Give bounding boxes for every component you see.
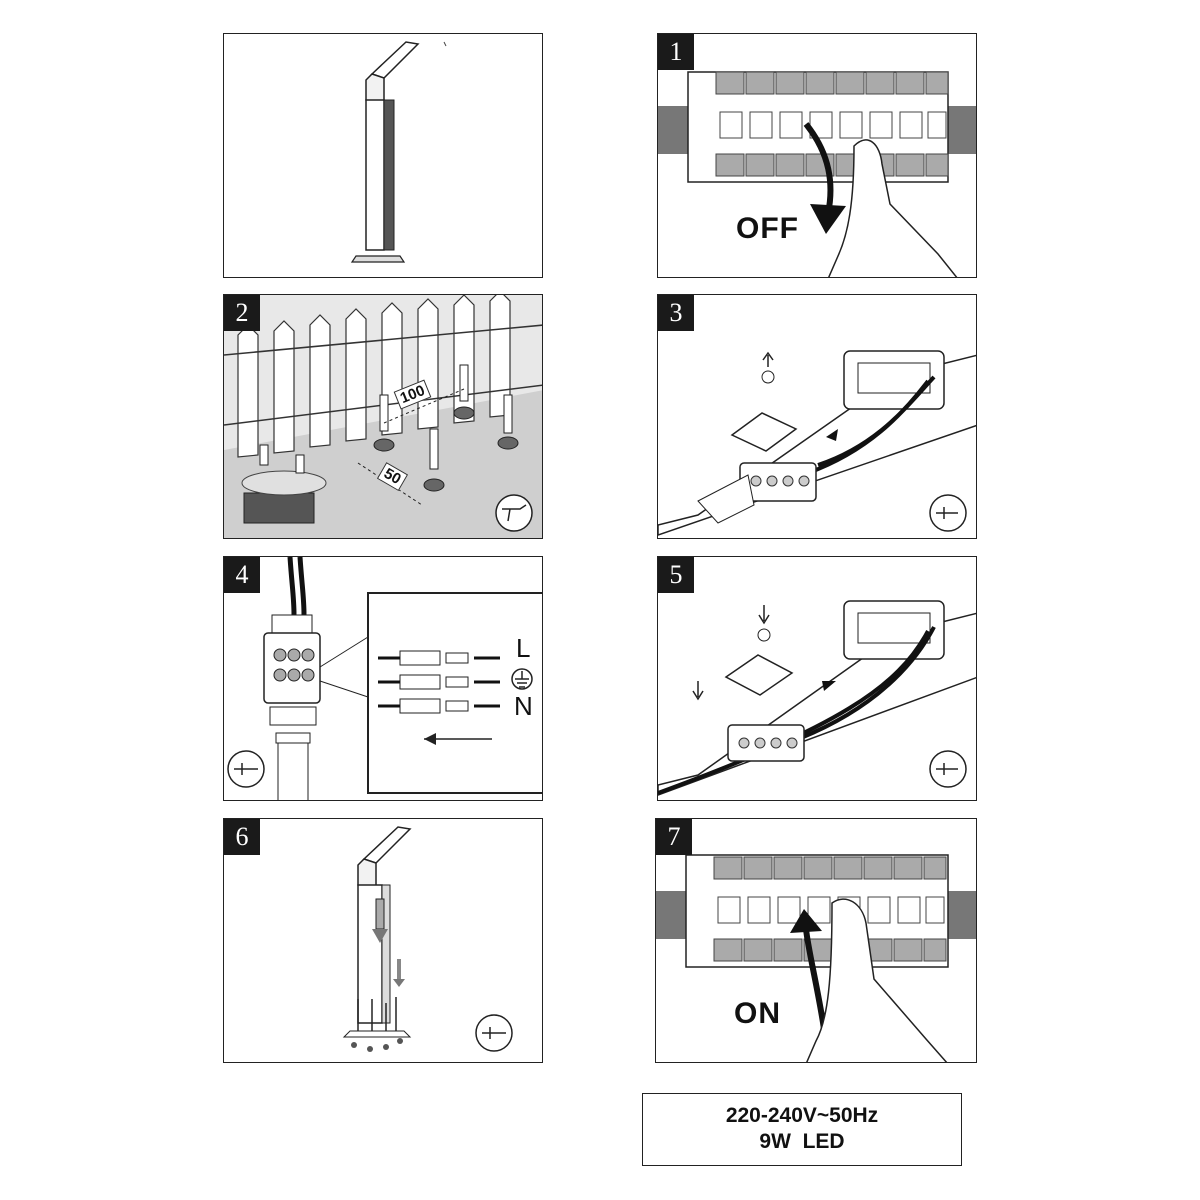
spec-box: 220-240V~50Hz 9W LED	[642, 1093, 962, 1166]
step-1-panel: 1 OFF	[657, 33, 977, 278]
bollard-lamp-illustration	[350, 41, 447, 263]
off-label: OFF	[736, 212, 799, 245]
breaker-switch-on-illustration	[656, 854, 976, 1062]
step-5-panel: 5	[657, 556, 977, 801]
step-number: 4	[224, 557, 260, 593]
step-2-panel: 2 100 50	[223, 294, 543, 539]
live-terminal-label: L	[516, 633, 531, 663]
ground-symbol-icon	[511, 668, 533, 690]
step-7-panel: 7 ON	[655, 818, 977, 1063]
step-number: 5	[658, 557, 694, 593]
mount-lamp-illustration	[342, 826, 513, 1052]
drilling-anchors-illustration	[224, 295, 542, 538]
step-number: 1	[658, 34, 694, 70]
wiring-connection-illustration	[227, 557, 542, 800]
on-label: ON	[734, 997, 781, 1030]
power-spec: 9W LED	[759, 1130, 845, 1153]
open-junction-box-illustration	[658, 350, 976, 536]
step-4-panel: 4 L N	[223, 556, 543, 801]
voltage-spec: 220-240V~50Hz	[725, 1104, 879, 1127]
neutral-terminal-label: N	[514, 691, 533, 721]
step-number: 2	[224, 295, 260, 331]
step-number: 6	[224, 819, 260, 855]
close-junction-box-illustration	[658, 600, 976, 796]
step-number: 7	[656, 819, 692, 855]
step-3-panel: 3	[657, 294, 977, 539]
breaker-switch-off-illustration	[658, 71, 976, 277]
step-number: 3	[658, 295, 694, 331]
insert-arrow-icon	[424, 733, 436, 745]
step-6-panel: 6	[223, 818, 543, 1063]
overview-panel	[223, 33, 543, 278]
drill-tool-icon	[495, 494, 533, 532]
